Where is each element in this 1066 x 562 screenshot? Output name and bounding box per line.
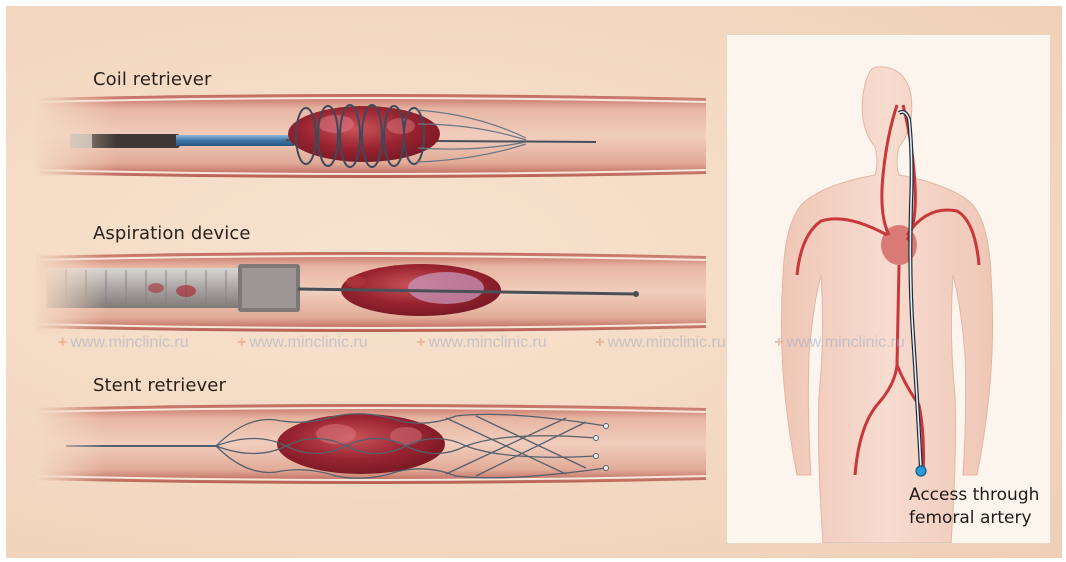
illustration-canvas: Coil retriever Aspiration device Stent r…: [6, 6, 1062, 558]
coil-retriever-vessel: [36, 94, 706, 178]
femoral-access-caption: Access through femoral artery: [909, 484, 1039, 530]
coil-retriever-label: Coil retriever: [93, 69, 211, 90]
stent-retriever-vessel: [36, 404, 706, 486]
aspiration-device-label: Aspiration device: [93, 223, 251, 244]
caption-line-1: Access through: [909, 484, 1039, 507]
stent-retriever-label: Stent retriever: [93, 375, 226, 396]
caption-line-2: femoral artery: [909, 507, 1039, 530]
aspiration-device-vessel: [36, 252, 706, 334]
access-point-marker: [916, 466, 926, 476]
body-access-panel: [726, 34, 1051, 544]
human-body-figure: [727, 35, 1050, 543]
